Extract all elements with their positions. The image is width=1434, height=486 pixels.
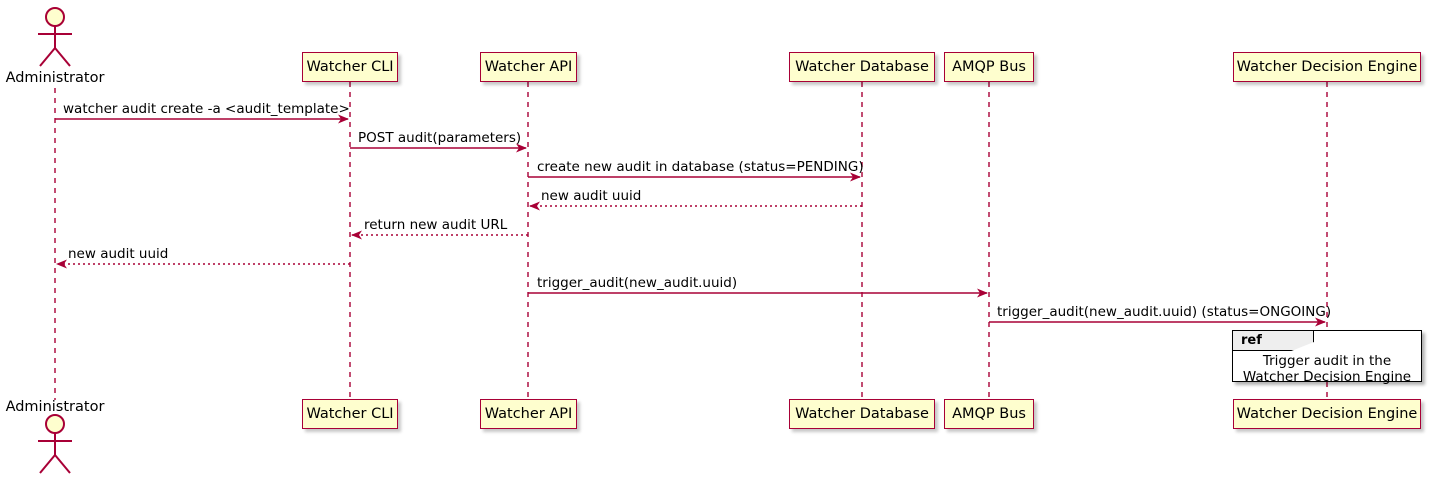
lifelines [54, 82, 1328, 400]
participant-label: Watcher Database [795, 405, 929, 422]
participant-box-watcher-api-top[interactable]: Watcher API [480, 52, 577, 82]
message-label-7: trigger_audit(new_audit.uuid) [537, 275, 738, 291]
participant-box-watcher-api-bottom[interactable]: Watcher API [480, 399, 577, 429]
ref-fragment-line-2: Watcher Decision Engine [1242, 369, 1412, 385]
actor-name: Administrator [5, 399, 105, 415]
actor-administrator-top [38, 7, 72, 67]
participant-label: Watcher API [484, 405, 573, 422]
participant-box-watcher-cli-bottom[interactable]: Watcher CLI [302, 399, 398, 429]
message-label-8: trigger_audit(new_audit.uuid) (status=ON… [997, 304, 1332, 320]
participant-box-watcher-database-bottom[interactable]: Watcher Database [789, 399, 935, 429]
actor-label-administrator-bottom: Administrator [0, 399, 110, 415]
message-label-5: return new audit URL [364, 217, 508, 233]
message-label-2: POST audit(parameters) [358, 130, 522, 146]
message-label-6: new audit uuid [68, 246, 169, 262]
participant-box-amqp-bus-top[interactable]: AMQP Bus [944, 52, 1034, 82]
actor-name: Administrator [5, 70, 105, 86]
participant-box-watcher-decision-engine-bottom[interactable]: Watcher Decision Engine [1233, 399, 1421, 429]
participant-box-amqp-bus-bottom[interactable]: AMQP Bus [944, 399, 1034, 429]
message-label-4: new audit uuid [541, 188, 642, 204]
message-label-3: create new audit in database (status=PEN… [537, 159, 864, 175]
participant-label: Watcher CLI [306, 58, 394, 75]
actor-label-administrator-top: Administrator [0, 70, 110, 86]
ref-tab-label: ref [1233, 331, 1314, 351]
message-label-1: watcher audit create -a <audit_template> [63, 101, 350, 117]
participant-label: Watcher CLI [306, 405, 394, 422]
participant-label: Watcher Database [795, 58, 929, 75]
participant-label: AMQP Bus [952, 405, 1026, 422]
participant-box-watcher-decision-engine-top[interactable]: Watcher Decision Engine [1233, 52, 1421, 82]
participant-label: Watcher API [484, 58, 573, 75]
participant-box-watcher-cli-top[interactable]: Watcher CLI [302, 52, 398, 82]
actor-administrator-bottom [38, 414, 72, 474]
ref-fragment-text: Trigger audit in the Watcher Decision En… [1233, 353, 1421, 385]
ref-fragment[interactable]: ref Trigger audit in the Watcher Decisio… [1232, 330, 1422, 385]
participant-label: AMQP Bus [952, 58, 1026, 75]
ref-fragment-line-1: Trigger audit in the [1262, 353, 1392, 369]
participant-label: Watcher Decision Engine [1236, 405, 1418, 422]
participant-label: Watcher Decision Engine [1236, 58, 1418, 75]
participant-box-watcher-database-top[interactable]: Watcher Database [789, 52, 935, 82]
